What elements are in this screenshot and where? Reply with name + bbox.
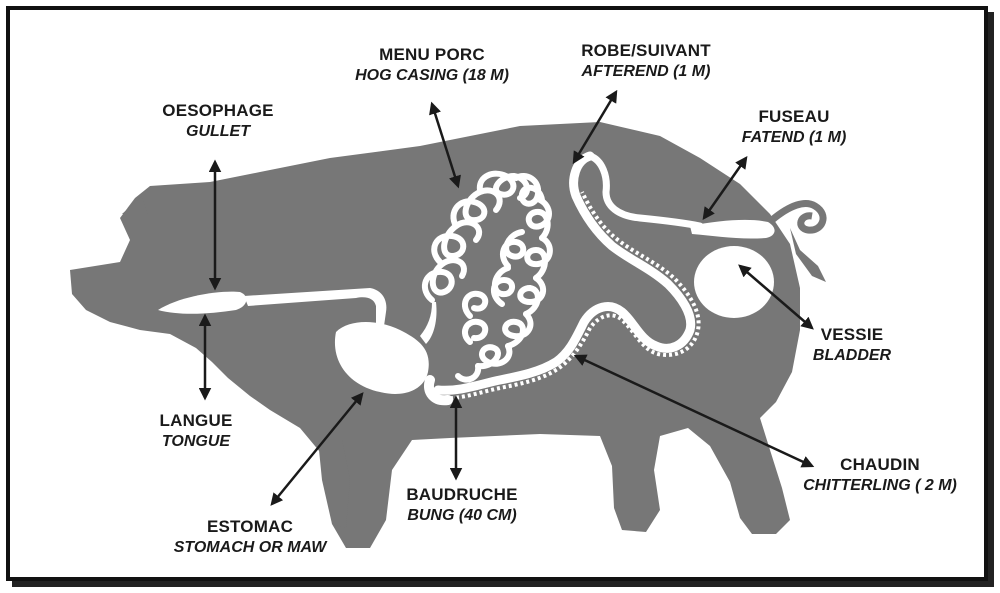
label-baudruche-en: BUNG (40 CM) [406, 505, 517, 526]
label-baudruche-fr: BAUDRUCHE [406, 484, 517, 505]
label-robe-fr: ROBE/SUIVANT [581, 40, 711, 61]
label-menu-porc: MENU PORC HOG CASING (18 M) [355, 44, 509, 86]
label-langue: LANGUE TONGUE [160, 410, 233, 452]
label-vessie-en: BLADDER [813, 345, 891, 366]
label-estomac-en: STOMACH OR MAW [174, 537, 327, 558]
label-vessie: VESSIE BLADDER [813, 324, 891, 366]
label-baudruche: BAUDRUCHE BUNG (40 CM) [406, 484, 517, 526]
label-fuseau-en: FATEND (1 M) [742, 127, 847, 148]
label-estomac-fr: ESTOMAC [174, 516, 327, 537]
label-menu-porc-en: HOG CASING (18 M) [355, 65, 509, 86]
label-fuseau-fr: FUSEAU [742, 106, 847, 127]
label-oesophage-en: GULLET [162, 121, 273, 142]
label-chaudin-en: CHITTERLING ( 2 M) [803, 475, 957, 496]
label-fuseau: FUSEAU FATEND (1 M) [742, 106, 847, 148]
label-chaudin-fr: CHAUDIN [803, 454, 957, 475]
label-langue-en: TONGUE [160, 431, 233, 452]
label-estomac: ESTOMAC STOMACH OR MAW [174, 516, 327, 558]
label-oesophage-fr: OESOPHAGE [162, 100, 273, 121]
label-menu-porc-fr: MENU PORC [355, 44, 509, 65]
label-vessie-fr: VESSIE [813, 324, 891, 345]
label-chaudin: CHAUDIN CHITTERLING ( 2 M) [803, 454, 957, 496]
label-oesophage: OESOPHAGE GULLET [162, 100, 273, 142]
label-langue-fr: LANGUE [160, 410, 233, 431]
label-robe-en: AFTEREND (1 M) [581, 61, 711, 82]
label-robe: ROBE/SUIVANT AFTEREND (1 M) [581, 40, 711, 82]
